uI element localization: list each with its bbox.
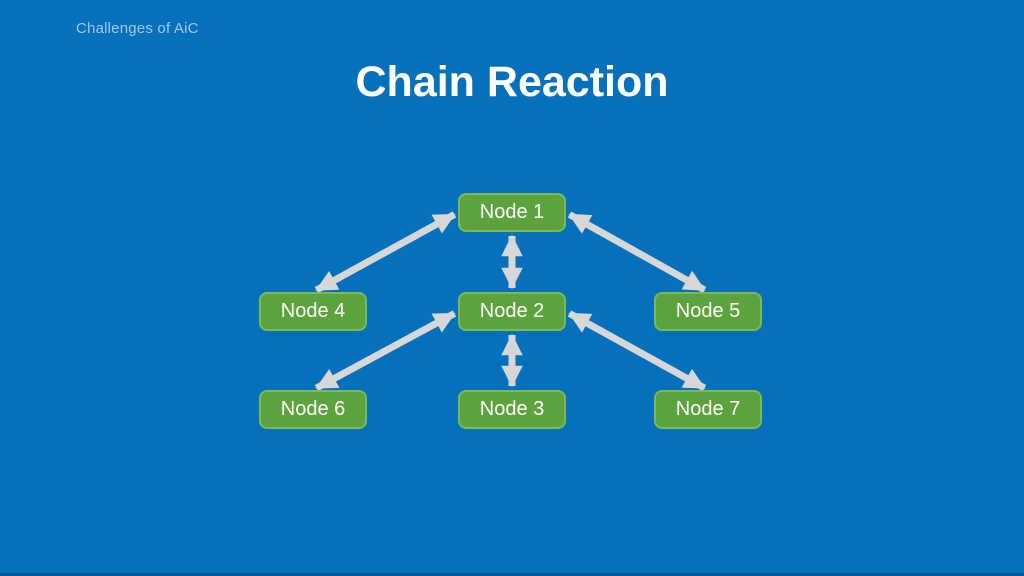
edge-node1-node5: [567, 211, 707, 294]
diagram-node-node2: Node 2: [458, 292, 566, 331]
slide-bottom-edge: [0, 573, 1024, 576]
diagram-node-node5: Node 5: [654, 292, 762, 331]
edge-node2-node6: [314, 310, 457, 392]
edge-node2-node7: [567, 310, 707, 392]
edge-node1-node4: [314, 211, 457, 294]
diagram-node-node4: Node 4: [259, 292, 367, 331]
diagram-node-node3: Node 3: [458, 390, 566, 429]
slide-title: Chain Reaction: [355, 58, 669, 106]
diagram-node-node6: Node 6: [259, 390, 367, 429]
diagram-node-node1: Node 1: [458, 193, 566, 232]
slide-header-label: Challenges of AiC: [76, 20, 199, 37]
diagram-node-node7: Node 7: [654, 390, 762, 429]
